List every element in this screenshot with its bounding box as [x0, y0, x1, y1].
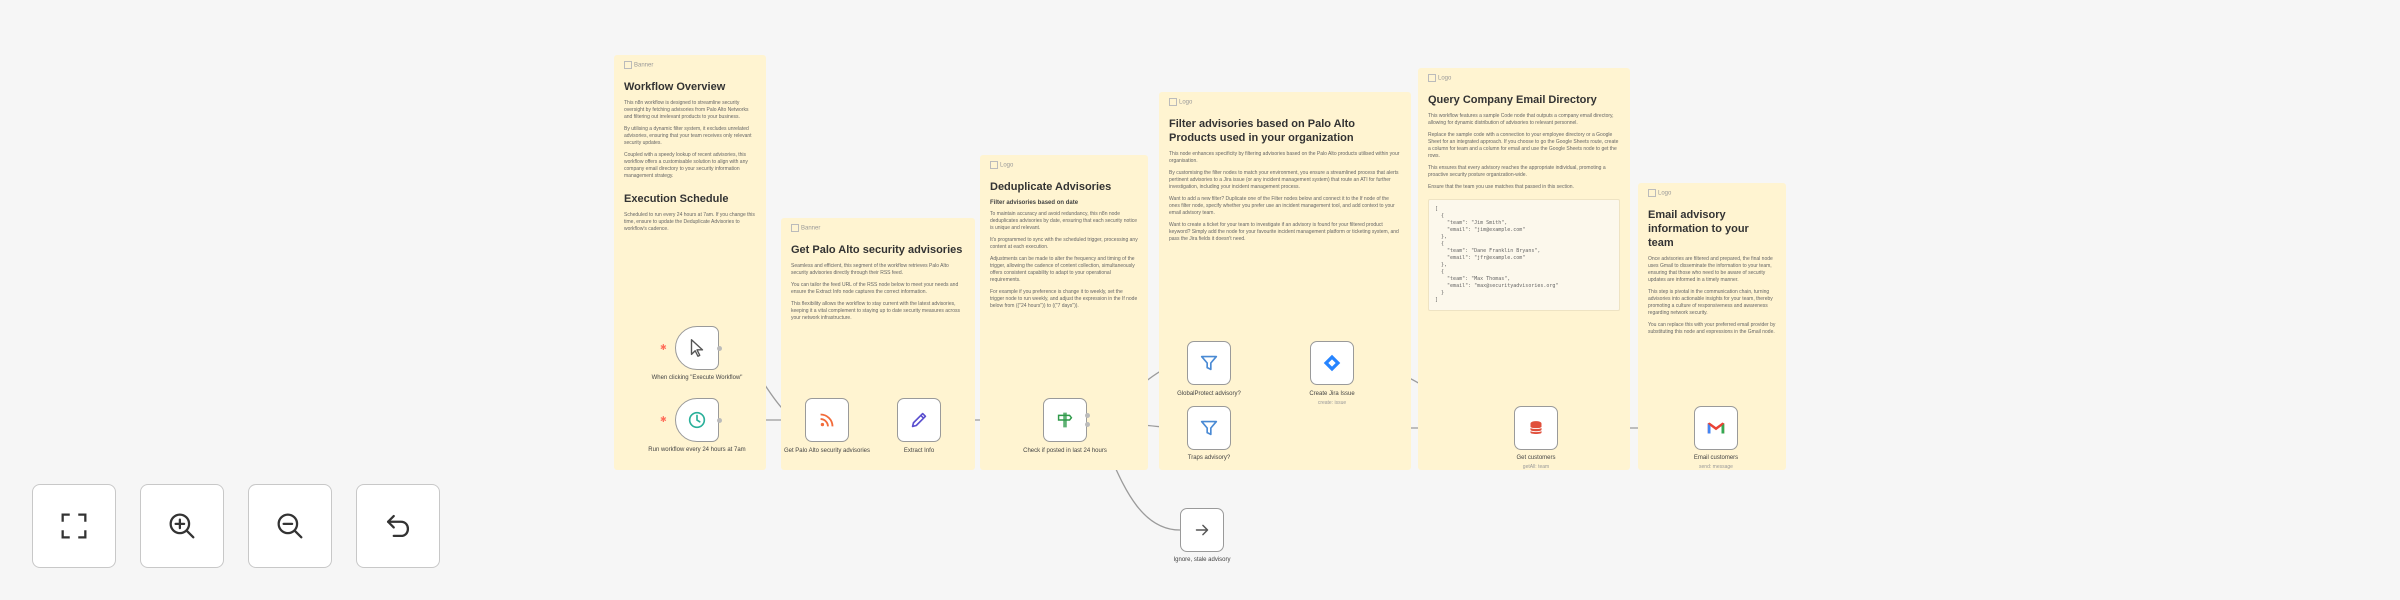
node-jira-issue[interactable]	[1310, 341, 1354, 385]
note-text: This ensures that every advisory reaches…	[1428, 165, 1606, 178]
node-subtitle: send: message	[1699, 464, 1733, 470]
node-label: Get customers	[1516, 455, 1556, 461]
filter-icon	[1200, 420, 1218, 436]
node-label: Extract Info	[903, 448, 935, 454]
node-subtitle: getAll: team	[1522, 464, 1550, 470]
note-logo-image: Logo	[1428, 74, 1620, 83]
note-subtitle: Execution Schedule	[624, 193, 729, 205]
node-email-customers[interactable]	[1694, 406, 1738, 450]
jira-icon	[1323, 354, 1341, 372]
trigger-marker-icon: ✱	[660, 343, 667, 352]
note-text: This step is pivotal in the communicatio…	[1648, 289, 1773, 316]
note-text: This flexibility allows the workflow to …	[791, 301, 960, 321]
node-label: Check if posted in last 24 hours	[1023, 448, 1107, 454]
reset-zoom-icon	[386, 514, 410, 538]
note-text: Once advisories are filtered and prepare…	[1648, 256, 1773, 283]
node-ignore-stale[interactable]	[1180, 508, 1224, 552]
node-label: When clicking "Execute Workflow"	[651, 375, 743, 381]
note-text: Seamless and efficient, this segment of …	[791, 263, 949, 276]
note-text: Scheduled to run every 24 hours at 7am. …	[624, 212, 755, 232]
note-banner-image: Banner	[624, 61, 756, 70]
node-traps-filter[interactable]	[1187, 406, 1231, 450]
note-text: For example if you preference is change …	[990, 289, 1138, 309]
node-label: Email customers	[1693, 455, 1739, 461]
note-title: Workflow Overview	[624, 81, 726, 93]
zoom-in-button[interactable]	[140, 484, 224, 568]
note-title: Filter advisories based on Palo Alto Pro…	[1169, 118, 1356, 144]
note-text: By utilising a dynamic filter system, it…	[624, 126, 752, 146]
note-text: This node enhances specificity by filter…	[1169, 151, 1400, 164]
rss-icon	[820, 413, 834, 427]
node-label: Get Palo Alto security advisories	[783, 448, 871, 454]
note-email-directory[interactable]: Logo Query Company Email Directory This …	[1418, 68, 1630, 470]
note-title: Email advisory information to your team	[1648, 209, 1749, 249]
note-text: You can tailor the feed URL of the RSS n…	[791, 282, 959, 295]
false-output-port[interactable]	[1085, 422, 1090, 427]
note-subheading: Filter advisories based on date	[990, 200, 1079, 206]
node-label: GlobalProtect advisory?	[1177, 391, 1241, 397]
node-if-24-hours[interactable]	[1043, 398, 1087, 442]
pencil-icon	[911, 412, 927, 428]
zoom-out-button[interactable]	[248, 484, 332, 568]
node-rss-feed[interactable]	[805, 398, 849, 442]
trigger-marker-icon: ✱	[660, 415, 667, 424]
node-label: Traps advisory?	[1187, 455, 1231, 461]
fit-view-icon	[61, 513, 87, 539]
note-text: By customising the filter nodes to match…	[1169, 170, 1399, 190]
note-text: Want to add a new filter? Duplicate one …	[1169, 196, 1395, 216]
arrow-right-icon	[1195, 524, 1209, 536]
note-text: Coupled with a speedy lookup of recent a…	[624, 152, 748, 179]
note-text: Replace the sample code with a connectio…	[1428, 132, 1619, 159]
node-manual-trigger[interactable]	[675, 326, 719, 370]
reset-zoom-button[interactable]	[356, 484, 440, 568]
note-text: Ensure that the team you use matches tha…	[1428, 184, 1574, 190]
node-schedule-trigger[interactable]	[675, 398, 719, 442]
note-text: To maintain accuracy and avoid redundanc…	[990, 211, 1138, 231]
note-title: Get Palo Alto security advisories	[791, 244, 963, 256]
note-logo-image: Logo	[990, 161, 1138, 170]
note-text: Adjustments can be made to alter the fre…	[990, 256, 1135, 283]
filter-icon	[1200, 355, 1218, 371]
note-title: Deduplicate Advisories	[990, 181, 1112, 193]
zoom-in-icon	[169, 513, 195, 539]
cursor-icon	[690, 339, 704, 357]
database-icon	[1530, 421, 1542, 434]
note-text: This workflow features a sample Code nod…	[1428, 113, 1614, 126]
note-title: Query Company Email Directory	[1428, 94, 1597, 106]
true-output-port[interactable]	[1085, 413, 1090, 418]
note-text: This n8n workflow is designed to streaml…	[624, 100, 749, 120]
note-logo-image: Logo	[1648, 189, 1776, 198]
output-port[interactable]	[717, 346, 722, 351]
signpost-icon	[1057, 412, 1073, 428]
node-subtitle: create: issue	[1317, 400, 1347, 406]
note-text: Want to create a ticket for your team to…	[1169, 222, 1399, 242]
clock-icon	[688, 411, 706, 429]
node-globalprotect-filter[interactable]	[1187, 341, 1231, 385]
fit-view-button[interactable]	[32, 484, 116, 568]
note-text: It's programmed to sync with the schedul…	[990, 237, 1138, 250]
note-banner-image: Banner	[791, 224, 965, 233]
node-label: Ignore, stale advisory	[1173, 557, 1231, 563]
note-text: You can replace this with your preferred…	[1648, 322, 1776, 335]
zoom-out-icon	[277, 513, 303, 539]
node-label: Run workflow every 24 hours at 7am	[648, 447, 746, 453]
node-label: Create Jira Issue	[1309, 391, 1355, 397]
node-get-customers[interactable]	[1514, 406, 1558, 450]
gmail-icon	[1707, 422, 1725, 434]
output-port[interactable]	[717, 418, 722, 423]
note-logo-image: Logo	[1169, 98, 1401, 107]
node-extract-info[interactable]	[897, 398, 941, 442]
note-code-sample: [ { "team": "Jim Smith", "email": "jim@e…	[1428, 199, 1620, 311]
